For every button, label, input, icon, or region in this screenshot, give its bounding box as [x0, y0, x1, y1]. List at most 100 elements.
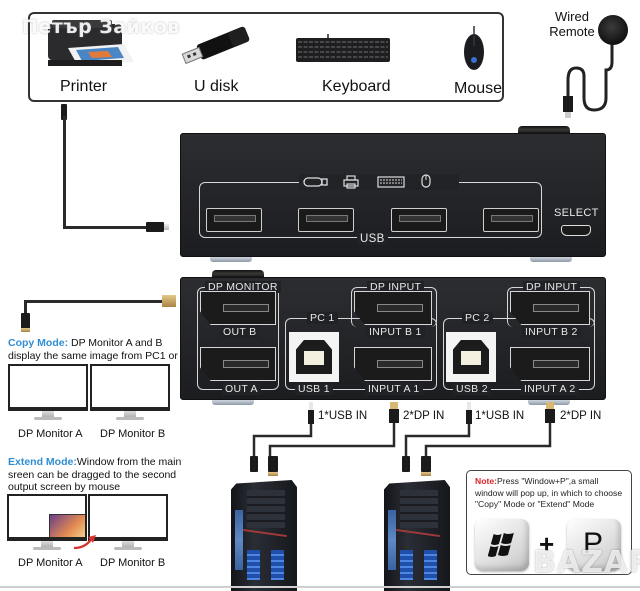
dp-out-b-port[interactable]: [200, 291, 276, 325]
usb-port-2[interactable]: [298, 208, 354, 232]
windows-key: [475, 519, 529, 571]
pc-cables: [252, 402, 555, 458]
copy-monitor-b: [90, 364, 170, 426]
pc2-dp-plug: [421, 456, 431, 472]
input-b1-label: INPUT B 1: [366, 326, 425, 338]
dp-input-a2-port[interactable]: [510, 347, 590, 381]
note-title: Note:: [475, 476, 497, 486]
windows-logo-icon: [488, 533, 514, 557]
note-text-block: Note:Press "Window+P",a small window wil…: [475, 476, 627, 511]
pc2-usb-in-label: 1*USB IN: [475, 410, 525, 422]
usb-port-1[interactable]: [206, 208, 262, 232]
pc1-label: PC 1: [307, 312, 338, 324]
usb-plug-top-panel: [146, 222, 164, 232]
remote-cable: [563, 44, 614, 118]
watermark-bottom: BAZAR: [533, 545, 640, 580]
dp-input-a1-port[interactable]: [354, 347, 432, 381]
keyboard-icon: [377, 176, 405, 188]
dp-plug-monitor: [21, 313, 30, 329]
pc1-dp-plug-tip: [268, 472, 278, 476]
pc1-dp-in-label: 2*DP IN: [403, 410, 445, 422]
extend-monitor-b: [88, 494, 168, 556]
kvm-top-panel: USB SELECT: [180, 133, 606, 257]
top-panel-foot-right: [530, 257, 572, 262]
copy-monitor-b-label: DP Monitor B: [100, 428, 166, 440]
copy-monitor-a: [8, 364, 88, 426]
extend-monitor-a-label: DP Monitor A: [18, 557, 83, 569]
out-b-label: OUT B: [220, 326, 260, 338]
plus-sign: +: [539, 529, 555, 559]
dp-plug-bottom-panel: [162, 295, 176, 307]
bottom-panel-foot-left: [212, 400, 254, 405]
usb-plug-printer: [61, 104, 67, 120]
dp-monitor-label: DP MONITOR: [205, 281, 281, 293]
usb-flash-drive-icon: [176, 24, 256, 70]
usb-label: USB: [357, 233, 388, 245]
wired-remote-label: Wired Remote: [542, 9, 602, 39]
cable-monitor-horizontal: [26, 300, 166, 303]
select-port[interactable]: [561, 225, 591, 236]
input-b2-label: INPUT B 2: [522, 326, 581, 338]
input-a2-label: INPUT A 2: [521, 383, 579, 395]
dp-plug-monitor-tip: [21, 328, 30, 332]
kvm-bottom-panel: DP MONITOR OUT B OUT A PC 1 DP INPUT INP…: [180, 277, 606, 400]
dp-out-a-port[interactable]: [200, 347, 276, 381]
extend-mode-title: Extend Mode:: [8, 456, 77, 468]
pc1-tower: [231, 480, 297, 591]
copy-monitor-a-label: DP Monitor A: [18, 428, 83, 440]
bottom-divider: [0, 586, 640, 588]
dp-input-b1-port[interactable]: [354, 291, 432, 325]
cable-printer-vertical: [63, 116, 66, 228]
top-panel-knob: [518, 126, 570, 134]
printer-icon: [343, 175, 359, 189]
dp-input-b2-port[interactable]: [510, 291, 590, 325]
copy-mode-title: Copy Mode:: [8, 337, 69, 349]
wired-remote-label-line2: Remote: [549, 24, 595, 39]
copy-mode-text: DP Monitor A and B display the same imag…: [8, 337, 178, 374]
copy-mode-description: Copy Mode: DP Monitor A and B display th…: [8, 337, 188, 375]
bottom-panel-knob: [212, 270, 264, 278]
p-key-label: P: [583, 527, 604, 560]
peripherals-panel: Printer U disk Keyboard: [28, 12, 504, 102]
pc1-usb-plug: [250, 456, 258, 472]
mouse-icon: [421, 174, 431, 188]
pc2-tower: [384, 480, 450, 591]
select-label: SELECT: [554, 207, 599, 219]
pc1-usb-in-label: 1*USB IN: [318, 410, 368, 422]
cable-printer-horizontal: [63, 226, 147, 229]
wired-remote-button[interactable]: [598, 15, 628, 45]
dp-input-2-label: DP INPUT: [523, 281, 581, 293]
peripheral-label-mouse: Mouse: [454, 80, 503, 97]
wired-remote-label-line1: Wired: [555, 9, 589, 24]
pc2-label: PC 2: [462, 312, 493, 324]
peripheral-label-u-disk: U disk: [194, 78, 239, 95]
extend-monitor-b-label: DP Monitor B: [100, 557, 166, 569]
usb-flash-drive-icon: [303, 177, 328, 187]
input-a1-label: INPUT A 1: [365, 383, 423, 395]
usb-port-4[interactable]: [483, 208, 539, 232]
extend-monitor-a: [7, 494, 87, 556]
peripheral-label-keyboard: Keyboard: [322, 78, 391, 95]
keyboard-icon: [296, 34, 390, 62]
extend-mode-text: Window from the main sreen can be dragge…: [8, 456, 182, 493]
pc1-dp-plug: [268, 456, 278, 472]
cable-monitor-vertical: [24, 300, 27, 316]
extend-mode-description: Extend Mode:Window from the main sreen c…: [8, 456, 190, 494]
pc2-dp-plug-tip: [421, 472, 431, 476]
pc2-usb-plug: [402, 456, 410, 472]
port-icons-strip: [299, 174, 459, 190]
p-key: P: [567, 519, 621, 571]
usb-b-port-1[interactable]: [289, 332, 339, 382]
usb-plug-tip: [164, 224, 169, 230]
watermark-top: Петър Зайков: [22, 16, 180, 38]
note-box: Note:Press "Window+P",a small window wil…: [466, 470, 632, 575]
top-panel-foot-left: [210, 257, 252, 262]
usb2-label: USB 2: [453, 383, 491, 395]
peripheral-label-printer: Printer: [60, 78, 108, 95]
out-a-label: OUT A: [222, 383, 261, 395]
pc2-dp-in-label: 2*DP IN: [560, 410, 602, 422]
usb-b-port-2[interactable]: [446, 332, 496, 382]
drag-arrow-icon: [73, 535, 96, 550]
usb-port-3[interactable]: [391, 208, 447, 232]
dp-input-1-label: DP INPUT: [367, 281, 425, 293]
